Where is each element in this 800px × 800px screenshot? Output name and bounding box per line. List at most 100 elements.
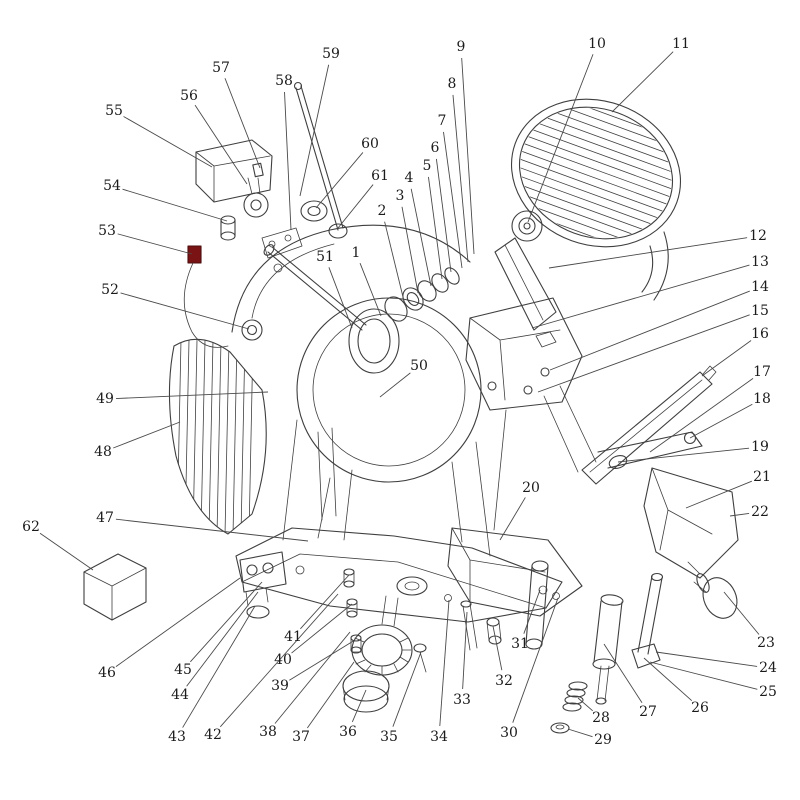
callout-label-47: 47 — [96, 510, 114, 526]
callout-label-27: 27 — [639, 704, 657, 720]
leader-line-22 — [729, 513, 750, 517]
callout-label-43: 43 — [168, 729, 186, 745]
callout-label-12: 12 — [749, 228, 767, 244]
washer-stack — [384, 267, 460, 322]
worm-shaft — [263, 244, 367, 331]
callout-label-55: 55 — [105, 103, 123, 119]
leader-line-17 — [649, 378, 754, 453]
callout-label-9: 9 — [457, 39, 466, 55]
damper-assembly — [592, 594, 624, 705]
foot-assembly — [342, 595, 413, 713]
leader-line-30 — [512, 597, 559, 723]
stud-41 — [343, 568, 355, 588]
sharpening-rod — [293, 81, 344, 231]
leader-line-49 — [115, 391, 269, 399]
callout-label-41: 41 — [284, 629, 302, 645]
callout-label-32: 32 — [495, 673, 513, 689]
leader-line-24 — [655, 651, 758, 667]
leader-line-4 — [410, 188, 432, 287]
leader-line-37 — [306, 661, 355, 729]
leader-line-57 — [224, 78, 261, 169]
blade-cover-disc — [502, 88, 690, 259]
leader-line-44 — [186, 591, 259, 687]
leader-line-56 — [194, 104, 248, 185]
leader-line-1 — [359, 263, 382, 317]
ring-61 — [328, 223, 348, 239]
carriage-arms — [543, 365, 717, 485]
callout-label-24: 24 — [759, 660, 777, 676]
leader-line-59 — [299, 64, 330, 197]
callout-label-22: 22 — [751, 504, 769, 520]
callout-label-28: 28 — [592, 710, 610, 726]
callout-label-23: 23 — [757, 635, 775, 651]
leader-lines — [39, 51, 760, 738]
leader-line-48 — [113, 421, 181, 449]
callout-label-4: 4 — [405, 170, 414, 186]
leader-line-6 — [435, 158, 452, 273]
leader-line-53 — [117, 233, 193, 255]
callout-label-14: 14 — [751, 279, 769, 295]
callout-label-42: 42 — [204, 727, 222, 743]
leader-line-45 — [190, 581, 263, 663]
callout-label-18: 18 — [753, 391, 771, 407]
callout-label-30: 30 — [500, 725, 518, 741]
callout-label-17: 17 — [753, 364, 771, 380]
callout-label-59: 59 — [322, 46, 340, 62]
callout-label-46: 46 — [98, 665, 116, 681]
pulley — [300, 200, 328, 222]
callout-label-29: 29 — [594, 732, 612, 748]
callout-label-45: 45 — [174, 662, 192, 678]
base-plate — [235, 527, 563, 623]
slice-deflector — [168, 338, 267, 535]
leader-line-51 — [328, 267, 353, 329]
leader-line-9 — [461, 57, 475, 255]
callout-label-36: 36 — [339, 724, 357, 740]
leader-line-39 — [289, 639, 356, 681]
leader-line-27 — [603, 643, 643, 704]
leader-line-8 — [452, 94, 469, 263]
callout-label-60: 60 — [361, 136, 379, 152]
leader-line-31 — [523, 589, 541, 634]
callout-label-54: 54 — [103, 178, 121, 194]
leader-line-5 — [428, 176, 443, 280]
stud-40 — [346, 598, 358, 618]
leader-line-7 — [443, 131, 463, 269]
spring — [562, 681, 588, 712]
callout-label-57: 57 — [212, 60, 230, 76]
callout-label-58: 58 — [275, 73, 293, 89]
callout-label-48: 48 — [94, 444, 112, 460]
leader-line-11 — [611, 51, 674, 113]
leader-line-28 — [577, 697, 593, 712]
leader-line-41 — [300, 574, 350, 630]
leader-line-16 — [701, 340, 752, 377]
callout-label-10: 10 — [588, 36, 606, 52]
callout-label-35: 35 — [380, 729, 398, 745]
leader-line-3 — [401, 206, 419, 294]
leader-line-50 — [379, 372, 411, 398]
callout-label-61: 61 — [371, 168, 389, 184]
leader-line-46 — [115, 577, 241, 667]
blade-housing — [296, 297, 482, 543]
leader-line-52 — [120, 292, 250, 330]
callout-label-5: 5 — [423, 158, 432, 174]
end-cap — [550, 722, 570, 734]
power-switch — [183, 245, 229, 348]
sharpener-assembly — [195, 139, 303, 273]
callout-label-11: 11 — [672, 36, 690, 52]
callout-label-16: 16 — [751, 326, 769, 342]
callout-label-53: 53 — [98, 223, 116, 239]
callout-label-31: 31 — [511, 636, 529, 652]
leader-line-60 — [315, 152, 364, 209]
leader-line-29 — [567, 728, 593, 738]
leader-line-35 — [392, 651, 422, 727]
leader-line-47 — [115, 518, 309, 542]
callout-label-62: 62 — [22, 519, 40, 535]
leader-line-36 — [351, 689, 367, 723]
leader-line-18 — [689, 403, 753, 439]
callout-label-50: 50 — [410, 358, 428, 374]
leader-line-34 — [439, 599, 450, 727]
leader-line-13 — [531, 264, 750, 329]
blade-support-arm — [494, 237, 557, 331]
leader-line-19 — [617, 447, 750, 463]
